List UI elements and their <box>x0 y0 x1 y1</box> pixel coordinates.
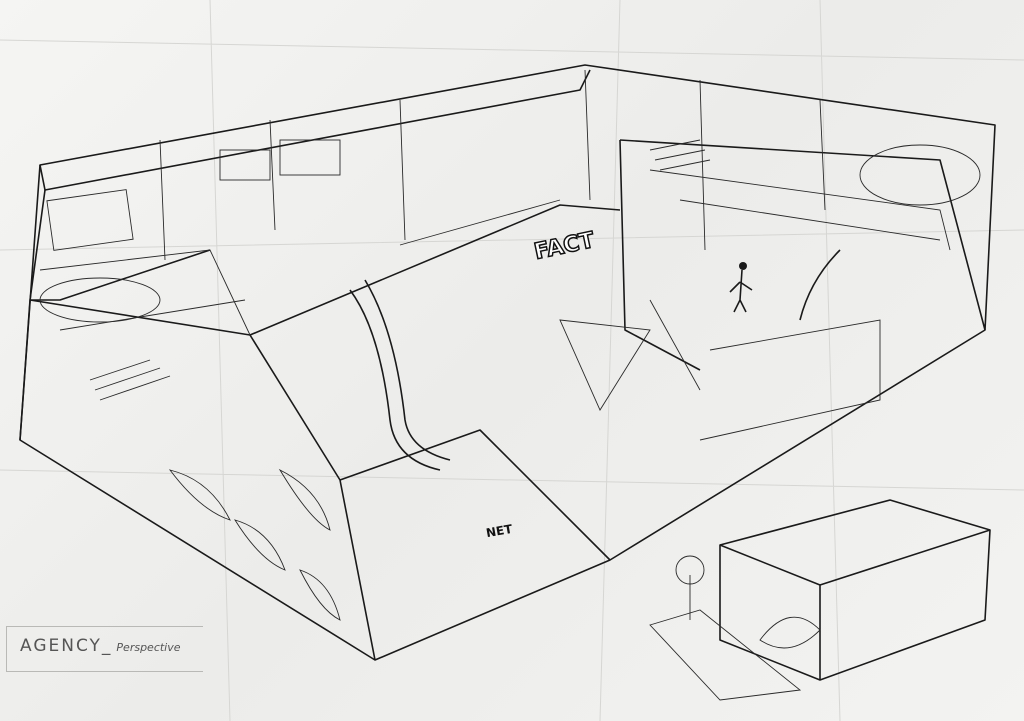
title-main: AGENCY_ <box>20 636 113 656</box>
title-sub: Perspective <box>116 641 181 654</box>
title-frame <box>6 626 203 672</box>
drawing-title: AGENCY_Perspective <box>20 636 181 656</box>
main-building <box>19 64 996 661</box>
small-building-model <box>649 499 991 701</box>
